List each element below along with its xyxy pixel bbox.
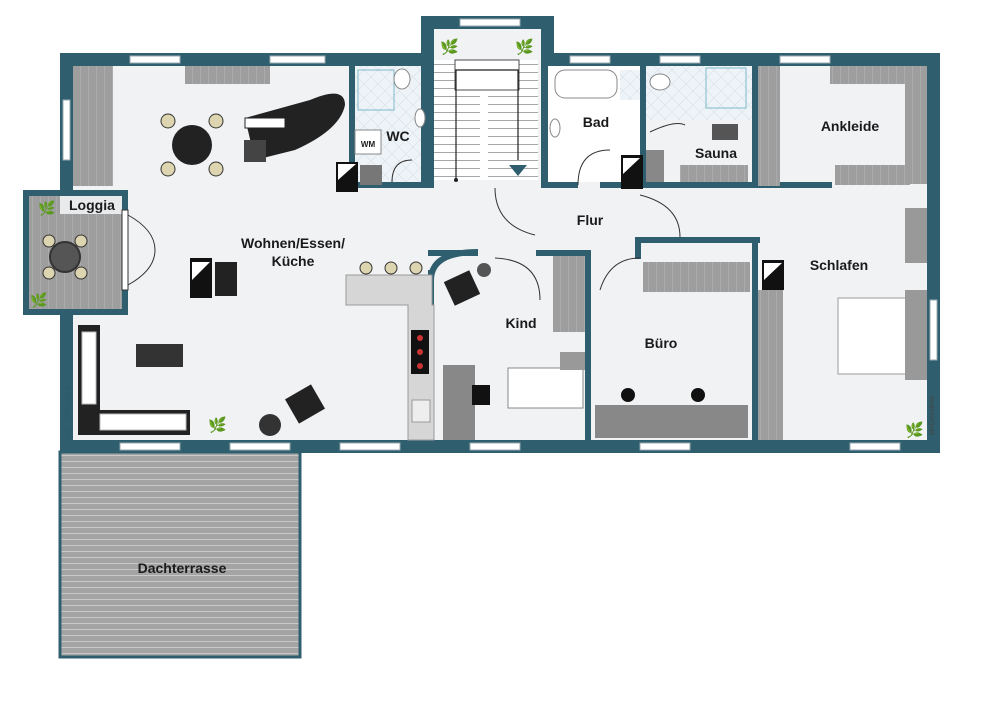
logo-text: VON POLL <box>64 386 72 420</box>
plant-icon: 🌿 <box>38 200 55 217</box>
flur-area: Flur <box>494 187 681 301</box>
wohnen-label-2: Küche <box>272 253 315 269</box>
sauna-room: Sauna <box>646 66 752 182</box>
wc-room: WM WC <box>336 66 426 192</box>
plant-icon: 🌿 <box>440 38 459 56</box>
windows <box>62 18 938 451</box>
logo-mark: VP <box>64 429 72 438</box>
plant-icon: 🌿 <box>905 421 924 439</box>
logo: VP VON POLL <box>64 386 72 438</box>
flur-label: Flur <box>577 212 604 228</box>
buero-room: Büro <box>595 260 784 438</box>
loggia-door <box>121 209 156 291</box>
credit-label: McGrundriss <box>929 395 936 435</box>
schlafen-label: Schlafen <box>810 257 868 273</box>
wm-label: WM <box>361 140 376 149</box>
kind-room: Kind <box>443 256 585 440</box>
wohnen-area: Wohnen/Essen/ Küche 🌿 <box>73 66 435 441</box>
dachterrasse-area: Dachterrasse <box>58 450 302 659</box>
ankleide-label: Ankleide <box>821 118 880 134</box>
loggia-label: Loggia <box>69 197 115 213</box>
bad-label: Bad <box>583 114 609 130</box>
sauna-label: Sauna <box>695 145 737 161</box>
plant-icon: 🌿 <box>515 38 534 56</box>
plant-icon: 🌿 <box>30 292 47 309</box>
kind-label: Kind <box>505 315 536 331</box>
dachterrasse-label: Dachterrasse <box>138 560 227 576</box>
wc-label: WC <box>386 128 409 144</box>
wohnen-label: Wohnen/Essen/ <box>241 235 345 251</box>
staircase: 🌿 🌿 <box>434 38 538 182</box>
schlafen-room: Schlafen 🌿 <box>758 208 927 440</box>
bad-room: Bad <box>548 66 643 189</box>
buero-label: Büro <box>645 335 678 351</box>
loggia-area: Loggia 🌿 🌿 <box>23 190 128 315</box>
plant-icon: 🌿 <box>208 416 227 434</box>
ankleide-room: Ankleide <box>758 66 927 186</box>
